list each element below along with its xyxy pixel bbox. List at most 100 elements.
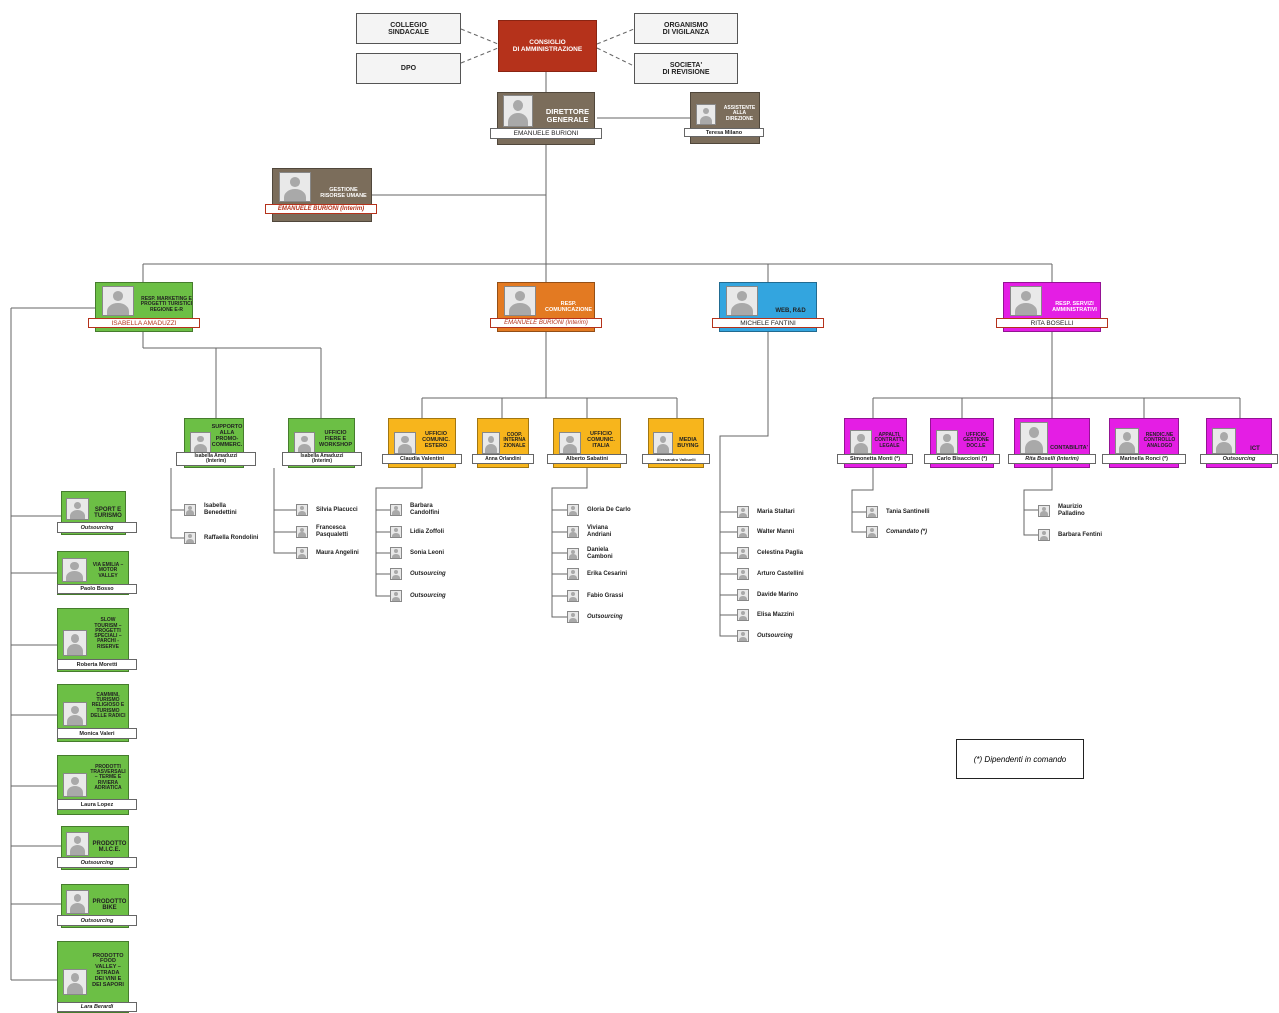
card-title: PRODOTTO BIKE xyxy=(92,898,127,911)
person-avatar-icon xyxy=(63,969,87,995)
ufficio-fiere-card: UFFICIO FIERE E WORKSHOP Isabella Amaduz… xyxy=(282,418,362,468)
card-title: DIRETTORE GENERALE xyxy=(545,107,590,124)
card-title: CONTABILITA' xyxy=(1050,445,1088,452)
card-name: Monica Valeri xyxy=(57,728,137,739)
staff-member: Fabio Grassi xyxy=(567,590,623,602)
staff-member: Elisa Mazzini xyxy=(737,609,794,621)
staff-member: Walter Manni xyxy=(737,526,794,538)
person-avatar-icon xyxy=(296,547,308,559)
gestione-documentale-card: UFFICIO GESTIONE DOC.LE Carlo Bisaccioni… xyxy=(924,418,1000,468)
staff-name: Tania Santinelli xyxy=(886,508,930,515)
staff-member: Outsourcing xyxy=(737,630,793,642)
card-title: PRODOTTI TRASVERSALI – TERME E RIVIERA A… xyxy=(90,763,126,791)
card-title: WEB, R&D xyxy=(775,307,806,314)
person-avatar-icon xyxy=(737,506,749,518)
card-title: UFFICIO COMUNIC. ITALIA xyxy=(587,431,615,449)
person-avatar-icon xyxy=(63,702,87,726)
card-title: MEDIA BUYING xyxy=(677,437,699,449)
card-name: Simonetta Monti (*) xyxy=(837,454,913,464)
staff-name: Maria Staltari xyxy=(757,508,795,515)
staff-name: Elisa Mazzini xyxy=(757,611,795,618)
card-name: Outsourcing xyxy=(57,915,137,926)
person-avatar-icon xyxy=(394,432,416,454)
person-avatar-icon xyxy=(567,504,579,516)
staff-name: Viviana Andriani xyxy=(587,525,612,538)
staff-member: Barbara Candolfini xyxy=(390,503,439,516)
person-avatar-icon xyxy=(390,568,402,580)
person-avatar-icon xyxy=(184,532,196,544)
staff-name: Barbara Fentini xyxy=(1058,531,1103,538)
person-avatar-icon xyxy=(504,286,536,316)
person-avatar-icon xyxy=(850,430,872,454)
person-avatar-icon xyxy=(1212,428,1236,454)
card-title: RENDIC.NE CONTROLLO ANALOGO xyxy=(1143,432,1176,449)
staff-name: Sonia Leoni xyxy=(410,549,445,556)
person-avatar-icon xyxy=(737,547,749,559)
card-title: APPALTI, CONTRATTI, LEGALE xyxy=(874,432,905,449)
staff-name: Arturo Castellini xyxy=(757,570,804,577)
staff-name: Celestina Paglia xyxy=(757,549,804,556)
staff-member: Davide Marino xyxy=(737,589,798,601)
staff-member: Francesca Pasqualetti xyxy=(296,525,348,538)
resp-comunicazione-card: RESP. COMUNICAZIONE EMANUELE BURIONI (In… xyxy=(490,282,602,332)
card-title: GESTIONE RISORSE UMANE xyxy=(320,187,367,199)
card-name: Alberto Sabatini xyxy=(547,454,627,464)
person-avatar-icon xyxy=(1020,422,1048,454)
person-avatar-icon xyxy=(1038,504,1050,517)
card-title: RESP. COMUNICAZIONE xyxy=(544,301,593,313)
prodotto-card-bike: PRODOTTO BIKE Outsourcing xyxy=(57,884,137,928)
staff-name: Lidia Zoffoli xyxy=(410,528,444,535)
person-avatar-icon xyxy=(63,630,87,656)
staff-member: Tania Santinelli xyxy=(866,506,930,518)
person-avatar-icon xyxy=(653,432,673,454)
person-avatar-icon xyxy=(696,104,716,125)
staff-member: Celestina Paglia xyxy=(737,547,803,559)
card-name: Marinella Ronci (*) xyxy=(1102,454,1186,464)
staff-member: Daniela Camboni xyxy=(567,547,613,560)
staff-name: Silvia Placucci xyxy=(316,506,358,513)
staff-name: Comandato (*) xyxy=(886,528,927,535)
staff-member: Maura Angelini xyxy=(296,547,359,559)
staff-name: Isabella Benedettini xyxy=(204,503,237,516)
card-name: MICHELE FANTINI xyxy=(712,318,824,328)
person-avatar-icon xyxy=(1115,428,1139,454)
person-avatar-icon xyxy=(66,890,89,914)
card-title: SUPPORTO ALLA PROMO- COMMERC. xyxy=(211,424,243,448)
dpo-box: DPO xyxy=(356,53,461,84)
card-title: PRODOTTO FOOD VALLEY – STRADA DEI VINI E… xyxy=(92,952,124,988)
person-avatar-icon xyxy=(936,430,958,454)
person-avatar-icon xyxy=(567,590,579,602)
card-title: VIA EMILIA – MOTOR VALLEY xyxy=(92,562,124,579)
card-name: Lara Berardi xyxy=(57,1002,137,1012)
appalti-contratti-card: APPALTI, CONTRATTI, LEGALE Simonetta Mon… xyxy=(837,418,913,468)
gestione-risorse-umane-card: GESTIONE RISORSE UMANE EMANUELE BURIONI … xyxy=(265,168,377,222)
card-name: Laura Lopez xyxy=(57,799,137,810)
prodotto-card-motor-valley: VIA EMILIA – MOTOR VALLEY Paolo Bosso xyxy=(57,551,137,595)
collegio-sindacale-box: COLLEGIO SINDACALE xyxy=(356,13,461,44)
staff-name: Davide Marino xyxy=(757,591,799,598)
person-avatar-icon xyxy=(567,568,579,580)
person-avatar-icon xyxy=(567,547,579,560)
staff-member: Viviana Andriani xyxy=(567,525,611,538)
card-name: Outsourcing xyxy=(57,522,137,533)
card-name: EMANUELE BURIONI (Interim) xyxy=(490,318,602,328)
staff-member: Outsourcing xyxy=(390,568,446,580)
ufficio-comunic-italia-card: UFFICIO COMUNIC. ITALIA Alberto Sabatini xyxy=(547,418,627,468)
staff-name: Maurizio Palladino xyxy=(1058,504,1085,517)
person-avatar-icon xyxy=(390,590,402,602)
card-name: Paolo Bosso xyxy=(57,584,137,594)
person-avatar-icon xyxy=(726,286,758,316)
card-title: ASSISTENTE ALLA DIREZIONE xyxy=(723,105,756,122)
card-name: Outsourcing xyxy=(57,857,137,868)
person-avatar-icon xyxy=(63,773,87,797)
person-avatar-icon xyxy=(102,286,134,316)
staff-name: Barbara Candolfini xyxy=(410,503,440,516)
prodotto-card-trasversali: PRODOTTI TRASVERSALI – TERME E RIVIERA A… xyxy=(57,755,137,815)
societa-revisione-box: SOCIETA' DI REVISIONE xyxy=(634,53,738,84)
person-avatar-icon xyxy=(190,432,211,453)
staff-member: Barbara Fentini xyxy=(1038,529,1102,541)
card-name: Anna Orlandini xyxy=(472,454,534,464)
card-title: CAMMINI, TURISMO RELIGIOSO E TURISMO DEL… xyxy=(90,691,126,719)
staff-member: Gloria De Carlo xyxy=(567,504,631,516)
supporto-promo-card: SUPPORTO ALLA PROMO- COMMERC. Isabella A… xyxy=(176,418,256,468)
